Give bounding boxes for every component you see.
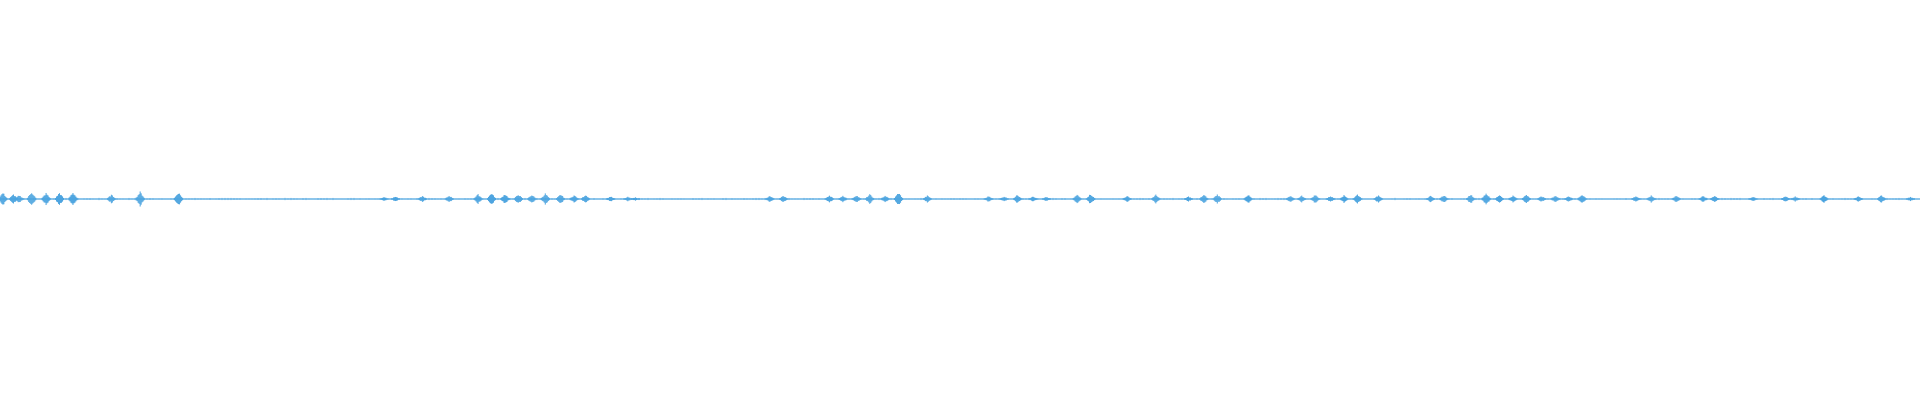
- waveform-peak: [623, 196, 633, 202]
- waveform-peak: [27, 193, 37, 205]
- waveform-peak: [894, 193, 904, 205]
- waveform-peak: [1310, 195, 1320, 203]
- waveform-peak: [1326, 196, 1336, 202]
- waveform-peak: [880, 195, 890, 203]
- waveform-peak: [1297, 195, 1307, 203]
- waveform-peak: [865, 194, 875, 204]
- waveform-peak: [1698, 196, 1708, 202]
- waveform-peak: [1439, 195, 1449, 203]
- waveform-peak: [1352, 194, 1362, 204]
- waveform-peak: [106, 194, 116, 204]
- waveform-peak: [1537, 196, 1547, 202]
- waveform-peak: [1339, 194, 1349, 204]
- waveform-peak: [556, 195, 566, 203]
- waveform-peak: [1781, 196, 1791, 202]
- waveform-peak: [444, 196, 454, 202]
- waveform-peak: [41, 192, 51, 206]
- waveform-peak: [1086, 194, 1096, 204]
- waveform-peak: [1013, 195, 1023, 203]
- waveform-peak: [838, 195, 848, 203]
- waveform-peak: [0, 193, 8, 205]
- waveform-peak: [55, 193, 65, 205]
- waveform-peak: [135, 191, 145, 207]
- waveform-peak: [1285, 196, 1295, 202]
- waveform-peak: [1243, 195, 1253, 203]
- waveform-peak: [1072, 194, 1082, 204]
- waveform-peak: [1564, 196, 1574, 202]
- waveform-peak: [1905, 196, 1915, 202]
- waveform-peak: [174, 193, 184, 205]
- waveform-peak: [391, 196, 401, 202]
- waveform-peak: [1183, 196, 1193, 202]
- waveform-peak: [500, 194, 510, 204]
- waveform-peak: [1790, 196, 1800, 202]
- waveform-peak: [1877, 195, 1887, 203]
- waveform-peak: [1041, 197, 1051, 201]
- waveform-peak: [487, 194, 497, 204]
- waveform-peak: [606, 196, 616, 202]
- waveform-peak: [1819, 195, 1829, 203]
- waveform-peak: [1466, 195, 1476, 203]
- waveform-peak: [1495, 195, 1505, 203]
- waveform-peak: [778, 196, 788, 202]
- waveform-peak: [1521, 195, 1531, 203]
- waveform-peak: [631, 197, 641, 201]
- waveform-peak: [1550, 196, 1560, 202]
- waveform-peak: [417, 196, 427, 202]
- waveform-peak: [1481, 193, 1491, 205]
- waveform-peak: [1646, 195, 1656, 203]
- waveform-peak: [1577, 195, 1587, 203]
- waveform-peak: [1028, 196, 1038, 202]
- waveform-peak: [1212, 194, 1222, 204]
- waveform-peak: [984, 196, 994, 202]
- waveform-peak: [1151, 194, 1161, 204]
- waveform-peak: [569, 195, 579, 203]
- waveform-peak: [1710, 196, 1720, 202]
- waveform-peak: [527, 195, 537, 203]
- waveform-peak: [1374, 195, 1384, 203]
- waveform-peak: [1122, 196, 1132, 202]
- waveform-peak: [540, 193, 550, 205]
- waveform-peak: [851, 196, 861, 202]
- waveform-peak: [1631, 196, 1641, 202]
- waveform-peak: [1508, 195, 1518, 203]
- waveform-peak: [68, 192, 78, 206]
- waveform-peak: [581, 195, 591, 203]
- waveform-peak: [14, 195, 24, 203]
- waveform-peak: [513, 195, 523, 203]
- waveform-peak: [473, 194, 483, 204]
- waveform-peak: [1425, 195, 1435, 203]
- waveform-peak: [1199, 194, 1209, 204]
- waveform-peak: [379, 197, 389, 201]
- waveform-peak: [1671, 196, 1681, 202]
- waveform-peak: [765, 196, 775, 202]
- waveform-peak: [824, 195, 834, 203]
- waveform-peak: [999, 196, 1009, 202]
- waveform-peak: [1854, 196, 1864, 202]
- waveform-peak: [922, 195, 932, 203]
- waveform-peak: [1748, 197, 1758, 201]
